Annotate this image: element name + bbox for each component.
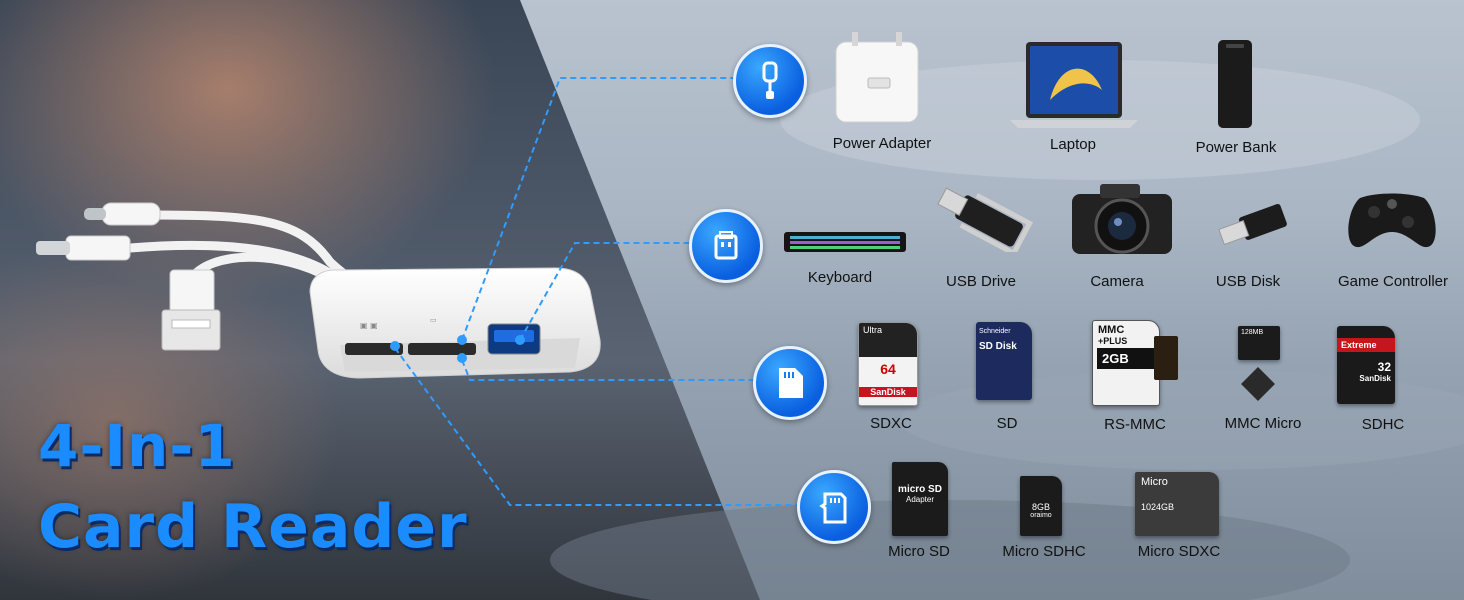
micro-sdxc-top: Micro (1141, 476, 1168, 488)
mmc-top: MMC (1098, 324, 1125, 336)
label-power-bank: Power Bank (1195, 139, 1277, 156)
label-camera: Camera (1090, 273, 1144, 290)
sd-brand: Schneider (979, 328, 1011, 335)
sdxc-card-image: Ultra 64 SanDisk (858, 322, 918, 406)
label-micro-sd: Micro SD (888, 543, 950, 560)
sd-card-icon (753, 346, 827, 420)
sd-name: SD Disk (979, 341, 1017, 352)
micro-sdhc-card-image: 8GB oraimo (1020, 476, 1062, 536)
micro-sd-icon (797, 470, 871, 544)
sdxc-capacity: 64 (880, 361, 896, 377)
micro-sdhc-brand: oraimo (1030, 512, 1052, 519)
laptop-image (1010, 40, 1138, 130)
sdhc-card-image: Extreme 32 SanDisk (1337, 326, 1395, 404)
mmc-micro-card-image: 128MB (1238, 326, 1280, 360)
title-line-1: 4-In-1 (38, 412, 236, 480)
usb-disk-image (1212, 200, 1292, 254)
mmc-plus: +PLUS (1098, 336, 1128, 346)
label-micro-sdxc: Micro SDXC (1137, 543, 1221, 560)
lightning-connector-icon (733, 44, 807, 118)
micro-sd-logo: micro SD (898, 484, 942, 495)
sdhc-brand: SanDisk (1359, 374, 1391, 383)
power-bank-image (1214, 38, 1256, 130)
sdhc-capacity: 32 (1377, 360, 1391, 374)
svg-text:▭: ▭ (430, 316, 437, 324)
label-mmc-micro: MMC Micro (1224, 415, 1302, 432)
label-power-adapter: Power Adapter (832, 135, 932, 152)
mmc-capacity: 2GB (1097, 348, 1155, 369)
label-usb-drive: USB Drive (945, 273, 1017, 290)
label-usb-disk: USB Disk (1215, 273, 1281, 290)
sdxc-brand: SanDisk (859, 387, 917, 397)
micro-sdxc-capacity: 1024GB (1141, 502, 1175, 512)
keyboard-image (784, 230, 906, 254)
micro-sdhc-capacity: 8GB (1031, 502, 1050, 512)
rs-mmc-adapter-image (1154, 336, 1178, 380)
title-line-2: Card Reader (38, 492, 468, 562)
sd-card-image: Schneider SD Disk (976, 322, 1032, 400)
label-sdxc: SDXC (870, 415, 912, 432)
label-sdhc: SDHC (1361, 416, 1405, 433)
label-keyboard: Keyboard (807, 269, 873, 286)
usb-drive-image (926, 186, 1036, 257)
label-sd: SD (996, 415, 1018, 432)
label-laptop: Laptop (1050, 136, 1096, 153)
usb-c-plug (84, 202, 161, 226)
label-micro-sdhc: Micro SDHC (1002, 543, 1086, 560)
label-rs-mmc: RS-MMC (1104, 416, 1166, 433)
sdhc-line: Extreme (1337, 338, 1395, 352)
svg-text:▣ ▣: ▣ ▣ (360, 321, 378, 330)
mmc-micro-capacity: 128MB (1241, 329, 1264, 336)
game-controller-image (1346, 188, 1438, 252)
micro-sd-card-image: micro SD Adapter (892, 462, 948, 536)
lightning-plug (36, 235, 131, 261)
usb-port-icon (689, 209, 763, 283)
camera-image (1070, 180, 1174, 256)
usb-a-plug (161, 269, 221, 351)
card-reader-device: ▣ ▣ ▭ (309, 267, 601, 379)
power-adapter-image (832, 32, 922, 126)
micro-sdxc-card-image: Micro 1024GB (1135, 472, 1219, 536)
rs-mmc-card-image: MMC +PLUS 2GB (1092, 320, 1160, 406)
sdxc-line-text: Ultra (863, 325, 883, 335)
connector-lines (394, 77, 800, 506)
micro-sd-sub: Adapter (905, 495, 935, 504)
label-game-controller: Game Controller (1337, 273, 1449, 290)
